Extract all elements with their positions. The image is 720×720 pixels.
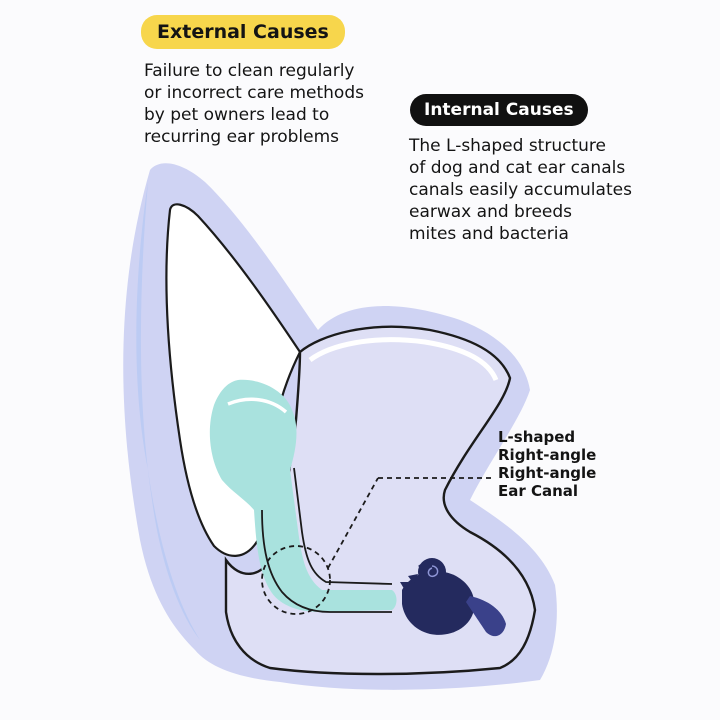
internal-causes-badge: Internal Causes xyxy=(410,94,588,126)
cochlea-spiral-icon xyxy=(418,558,446,586)
external-line: or incorrect care methods xyxy=(144,83,364,103)
canal-label-line: Right-angle xyxy=(498,446,597,464)
external-line: by pet owners lead to xyxy=(144,105,330,125)
canal-outline-top xyxy=(293,467,393,585)
internal-line: canals easily accumulates xyxy=(409,180,632,200)
canal-label-line: L-shaped xyxy=(498,428,576,446)
internal-causes-text: The L-shaped structure of dog and cat ea… xyxy=(409,135,632,245)
ear-canal-teal xyxy=(209,379,397,612)
canal-outline-bottom xyxy=(261,509,392,613)
pinna-band xyxy=(136,182,200,640)
external-causes-badge: External Causes xyxy=(141,15,345,49)
internal-line: The L-shaped structure xyxy=(409,136,606,156)
canal-crease xyxy=(227,397,288,414)
external-line: Failure to clean regularly xyxy=(144,61,355,81)
canal-label-line: Ear Canal xyxy=(498,482,579,500)
external-line: recurring ear problems xyxy=(144,127,340,147)
ear-canal-label: L-shaped Right-angle Right-angle Ear Can… xyxy=(498,428,596,500)
chamber-rim xyxy=(308,337,499,382)
leader-line xyxy=(327,477,379,569)
external-causes-text: Failure to clean regularly or incorrect … xyxy=(144,60,364,148)
canal-label-line: Right-angle xyxy=(498,464,597,482)
internal-line: of dog and cat ear canals xyxy=(409,158,626,178)
internal-line: earwax and breeds xyxy=(409,202,573,222)
internal-line: mites and bacteria xyxy=(409,224,569,244)
inner-ear-organ xyxy=(400,558,506,637)
dashed-circle-highlight xyxy=(261,545,331,615)
